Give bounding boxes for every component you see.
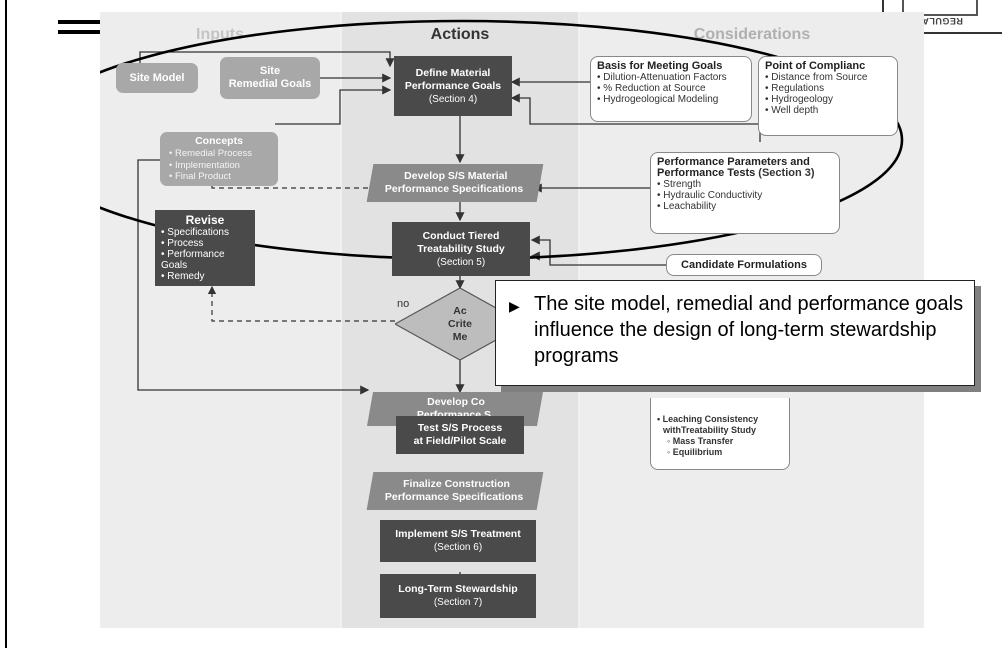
finalize-spec-box: Finalize Construction Performance Specif… [366,472,544,510]
basis-item: Hydrogeological Modeling [597,94,727,105]
poc-list: Distance from Source Regulations Hydroge… [765,72,867,116]
basis-item: Dilution-Attenuation Factors [597,72,726,83]
tiered-section: (Section 5) [436,256,486,268]
concepts-box: Concepts Remedial Process Implementation… [160,132,278,186]
site-model-label: Site Model [129,71,185,84]
actions-heading: Actions [430,26,490,43]
title-bar-top [58,20,103,24]
revise-item: Performance Goals [161,249,249,271]
decision-line2: Crite [448,317,472,330]
site-remedial-goals-box: Site Remedial Goals [220,57,320,99]
basis-title: Basis for Meeting Goals [597,60,723,72]
develop-ss-line1: Develop S/S Material [404,170,508,182]
revise-item: Process [161,238,249,249]
develop-ss-spec-box: Develop S/S Material Performance Specifi… [366,164,544,202]
basis-item: % Reduction at Source [597,83,727,94]
stewardship-box: Long-Term Stewardship (Section 7) [380,574,536,618]
site-model-box: Site Model [116,63,198,93]
develop-co-line1: Develop Co [427,396,486,408]
decision-diamond [395,288,525,360]
considerations-heading: Considerations [693,26,811,43]
poc-item: Hydrogeology [765,94,867,105]
left-border-line [5,0,7,648]
implement-line1: Implement S/S Treatment [395,528,521,540]
leaching-line1: Leaching Consistency [662,414,759,424]
params-title1: Performance Parameters and [657,156,810,168]
decision-line3: Me [452,330,468,343]
revise-box: Revise Specifications Process Performanc… [155,210,255,286]
leaching-sub-item: Equilibrium [672,447,723,457]
stewardship-section: (Section 7) [433,597,483,608]
concepts-title: Concepts [195,135,243,147]
decision-no-label: no [397,298,410,310]
params-item: Strength [657,179,762,190]
candidate-formulations-box: Candidate Formulations [666,254,822,276]
stewardship-line1: Long-Term Stewardship [398,583,518,595]
tiered-line1: Conduct Tiered [422,229,500,242]
revise-list: Specifications Process Performance Goals… [161,227,249,282]
revise-title: Revise [185,213,225,227]
performance-parameters-box: Performance Parameters and Performance T… [650,152,840,234]
define-line1: Define Material [415,66,491,79]
poc-title: Point of Complianc [765,60,866,72]
implement-box: Implement S/S Treatment (Section 6) [380,520,536,562]
params-item: Leachability [657,201,762,212]
finalize-line2: Performance Specifications [384,491,524,503]
site-goals-line1: Site [259,65,281,77]
implement-section: (Section 6) [433,542,483,553]
leaching-box: • Leaching Consistency withTreatability … [650,398,790,470]
inputs-column: Inputs [100,12,340,628]
basis-list: Dilution-Attenuation Factors % Reduction… [597,72,727,105]
point-of-compliance-box: Point of Complianc Distance from Source … [758,56,898,136]
decision-line1: Ac [453,304,467,317]
test-field-box: Test S/S Process at Field/Pilot Scale [396,416,524,454]
candidate-label: Candidate Formulations [681,258,807,271]
params-section: (Section 3) [755,167,815,179]
params-item: Hydraulic Conductivity [657,190,762,201]
decision-label: Ac Crite Me [435,298,485,350]
callout-text: The site model, remedial and performance… [534,293,964,367]
leaching-sub2-row: ◦ Equilibrium [667,447,723,457]
basis-goals-box: Basis for Meeting Goals Dilution-Attenua… [590,56,752,122]
concepts-item: Remedial Process [169,148,269,160]
bullet-arrow-icon: ▶ [509,298,520,314]
leaching-sub-item: Mass Transfer [672,436,734,446]
concepts-list: Remedial Process Implementation Final Pr… [169,148,269,183]
revise-item: Remedy [161,271,249,282]
test-line2: at Field/Pilot Scale [413,435,507,447]
site-goals-line2: Remedial Goals [228,78,312,90]
callout-box: ▶ The site model, remedial and performan… [495,280,975,386]
define-goals-box: Define Material Performance Goals (Secti… [394,56,512,116]
test-line1: Test S/S Process [417,422,503,434]
revise-item: Specifications [161,227,249,238]
poc-item: Regulations [765,83,867,94]
define-section: (Section 4) [428,93,478,105]
poc-item: Distance from Source [765,72,867,83]
leaching-line1-row: • Leaching Consistency [657,414,759,424]
params-list: Strength Hydraulic Conductivity Leachabi… [657,179,762,212]
title-bar-bottom [58,30,103,34]
leaching-line2: withTreatability Study [663,425,757,435]
tiered-line2: Treatability Study [417,242,505,255]
poc-item: Well depth [765,105,867,116]
concepts-item: Implementation [169,160,269,172]
tiered-study-box: Conduct Tiered Treatability Study (Secti… [392,222,530,276]
params-title2: Performance Tests [657,167,756,179]
concepts-item: Final Product [169,171,269,183]
finalize-line1: Finalize Construction [402,478,510,490]
develop-ss-line2: Performance Specifications [384,183,524,195]
leaching-sub1-row: ◦ Mass Transfer [667,436,734,446]
define-line2: Performance Goals [404,79,502,92]
